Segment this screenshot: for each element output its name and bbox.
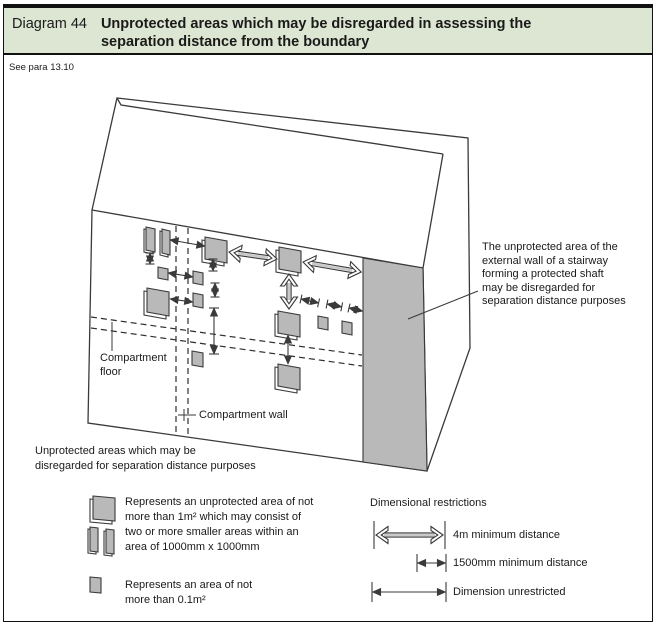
diagram-title-line2: separation distance from the boundary [100, 34, 370, 50]
compartment-floor-line-2 [90, 327, 363, 367]
paragraph-reference: See para 13.10 [9, 62, 74, 73]
unprotected-area-narrow [143, 226, 156, 255]
arrows-4m [227, 243, 364, 310]
unprotected-area-1m2 [274, 310, 301, 341]
unprotected-area-1m2 [201, 236, 228, 267]
arrow-unrestricted [169, 236, 206, 250]
unprotected-area-1m2 [143, 287, 170, 320]
legend-arrow-unrestricted [371, 582, 447, 602]
unprotected-area-1m2 [274, 363, 301, 394]
legend-dimension-arrows [371, 521, 447, 602]
arrow-1500mm-min [325, 299, 344, 312]
arrow-unrestricted [167, 269, 194, 281]
bottom-note: Unprotected areas which may be disregard… [35, 445, 256, 472]
arrow-1500mm-min [299, 294, 321, 308]
unprotected-area-narrow [159, 228, 171, 258]
unprotected-area-0-1m2 [157, 266, 169, 281]
arrow-4m-min-distance [301, 253, 364, 281]
arrow-1500mm-min [208, 258, 218, 272]
dim-label-unrestricted: Dimension unrestricted [453, 586, 566, 598]
building [87, 97, 471, 472]
arrow-1500mm-min [347, 303, 364, 315]
legend-arrow-1500mm [416, 554, 447, 572]
arrow-unrestricted [209, 307, 219, 355]
roof-slope-right-edge [422, 153, 444, 269]
legend-0-1m2-icon [89, 576, 102, 594]
compartment-wall-label: Compartment wall [199, 409, 288, 421]
stairway-shaft-shaded-area [362, 257, 428, 472]
arrow-4m-min-distance [227, 243, 279, 268]
compartment-lines [90, 226, 363, 436]
legend-1m2-icon [87, 495, 116, 557]
legend-0-1m2-text: Represents an area of not more than 0.1m… [125, 579, 253, 606]
arrow-1500mm-min [210, 282, 220, 298]
legend-icons [87, 495, 116, 594]
diagram-title: Unprotected areas which may be disregard… [101, 15, 531, 51]
dim-label-4m: 4m minimum distance [453, 529, 560, 541]
diagram-header: Diagram 44 Unprotected areas which may b… [3, 4, 653, 54]
stairway-note-leader [407, 290, 479, 320]
unprotected-area-0-1m2 [341, 320, 353, 336]
thin-arrows [145, 236, 364, 365]
unprotected-areas [143, 226, 353, 394]
diagram-title-line1: Unprotected areas which may be disregard… [100, 16, 532, 32]
unprotected-area-0-1m2 [192, 292, 204, 309]
leader-lines [111, 290, 479, 421]
dim-label-1500mm: 1500mm minimum distance [453, 557, 588, 569]
stairway-note: The unprotected area of the external wal… [482, 241, 626, 307]
arrow-unrestricted [169, 295, 194, 306]
arrow-unrestricted [284, 334, 292, 365]
dimensional-restrictions-heading: Dimensional restrictions [370, 497, 487, 509]
arrow-4m-min-distance [279, 273, 299, 310]
roof-ridge-line [116, 97, 444, 155]
compartment-floor-line-1 [90, 316, 363, 356]
diagram-number: Diagram 44 [12, 16, 87, 32]
unprotected-area-0-1m2 [191, 350, 204, 368]
compartment-floor-label: Compartment floor [100, 352, 167, 378]
unprotected-area-0-1m2 [192, 270, 204, 286]
legend-1m2-text: Represents an unprotected area of not mo… [125, 496, 314, 553]
arrow-1500mm-min [145, 252, 155, 265]
unprotected-area-1m2 [275, 246, 302, 277]
unprotected-area-0-1m2 [317, 315, 329, 331]
legend-arrow-4m [373, 521, 446, 549]
